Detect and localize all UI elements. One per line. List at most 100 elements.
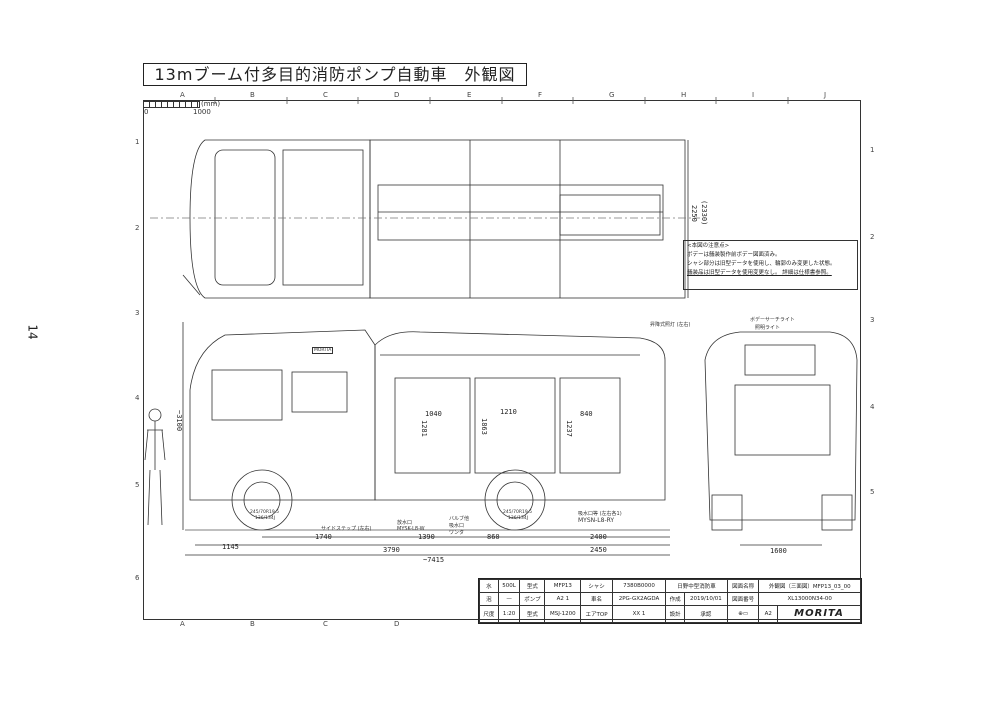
grid-row: 5 bbox=[870, 488, 875, 496]
title-block: 水 500L 型式 MFP13 シャシ 7380B0000 日野中型消防車 図面… bbox=[478, 578, 862, 624]
tb-cell: 泡 bbox=[479, 591, 499, 606]
grid-col: B bbox=[250, 620, 255, 628]
rear-label: 吸水口等 (左右各1) bbox=[578, 511, 622, 517]
projection-symbol-icon: ⊕▭ bbox=[726, 604, 760, 624]
valve-label: バルブ他 bbox=[449, 516, 470, 522]
notes-line: ボデーは艤装製作前ボデー図面済み。 bbox=[687, 252, 781, 258]
grid-col: B bbox=[250, 91, 255, 99]
grid-row: 3 bbox=[135, 309, 140, 317]
rear-light-label-2: 照明ライト bbox=[755, 325, 781, 331]
front-tire-label-2: 136/134J bbox=[255, 516, 276, 521]
tb-cell: A2 bbox=[758, 604, 779, 624]
grid-row: 3 bbox=[870, 316, 875, 324]
rear-width-dim: 1600 bbox=[770, 547, 787, 555]
grid-col: D bbox=[394, 91, 400, 99]
tb-cell: エアTOP bbox=[580, 604, 613, 624]
scale-start: 0 bbox=[144, 108, 149, 116]
tb-cell: 2PG-GX2AGDA bbox=[611, 591, 667, 606]
tb-cell: 外観図（三面図）MFP13_03_00 bbox=[758, 579, 861, 593]
tb-cell: 図面番号 bbox=[726, 591, 760, 606]
rear-light-label: ボデーサーチライト bbox=[750, 317, 795, 323]
grid-col: I bbox=[752, 91, 755, 99]
tb-cell: 2019/10/01 bbox=[683, 591, 728, 606]
tb-cell: MSJ-1200 bbox=[544, 604, 582, 624]
tb-cell: 水 bbox=[479, 579, 499, 593]
tb-cell: 作成 bbox=[665, 591, 685, 606]
grid-col: G bbox=[609, 91, 615, 99]
rear-view bbox=[704, 331, 858, 546]
tb-cell: 尺度 bbox=[479, 604, 499, 624]
scale-unit: (mm) bbox=[201, 100, 221, 108]
grid-row: 2 bbox=[135, 224, 140, 232]
top-view bbox=[150, 139, 700, 299]
tb-cell: 7380B0000 bbox=[611, 579, 667, 593]
grid-ticks bbox=[214, 97, 789, 104]
tb-cell: 型式 bbox=[519, 604, 546, 624]
dim-overall: ~7415 bbox=[423, 556, 445, 564]
dim-1390: 1390 bbox=[418, 533, 435, 541]
height-dim: ~3100 bbox=[175, 410, 183, 432]
tb-cell: ポンプ bbox=[519, 591, 546, 606]
inner-dim: 1237 bbox=[565, 420, 573, 437]
grid-row: 2 bbox=[870, 233, 875, 241]
tb-cell: MFP13 bbox=[544, 579, 582, 593]
side-view bbox=[144, 322, 670, 556]
grid-col: J bbox=[824, 91, 827, 99]
rear-tire-label-2: 136/134J bbox=[508, 516, 529, 521]
company-logo: MORITA bbox=[777, 604, 861, 624]
grid-row: 4 bbox=[135, 394, 140, 402]
notes-box: <本図の注意点> ボデーは艤装製作前ボデー図面済み。 シャシ部分は旧型データを使… bbox=[683, 240, 858, 290]
grid-row: 4 bbox=[870, 403, 875, 411]
tb-cell: A2 1 bbox=[544, 591, 582, 606]
cab-badge: MORITA bbox=[312, 347, 334, 354]
grid-col: C bbox=[323, 620, 328, 628]
grid-row: 1 bbox=[870, 146, 875, 154]
notes-heading: <本図の注意点> bbox=[687, 243, 730, 249]
tb-cell: シャシ bbox=[580, 579, 613, 593]
tb-cell: 承認 bbox=[683, 604, 728, 624]
rear-model: MYSN-L8-RY bbox=[578, 517, 615, 524]
dim-wheelbase: 3790 bbox=[383, 546, 400, 554]
tb-cell: — bbox=[497, 591, 521, 606]
scale-end: 1000 bbox=[193, 108, 211, 116]
notes-line: 艤装品は旧型データを使用変更なし。 詳細は仕様書参照。 bbox=[687, 270, 832, 276]
side-step-label: サイドステップ (左右) bbox=[321, 526, 372, 532]
tb-cell: XL13000N34-00 bbox=[758, 591, 861, 606]
tb-cell: 図面名称 bbox=[726, 579, 760, 593]
notes-line: シャシ部分は旧型データを使用し、輪郭のみ変更した状態。 bbox=[687, 261, 836, 267]
front-tire-label: 245/70R19.5 bbox=[250, 510, 279, 515]
tb-cell: 日野中型消防車 bbox=[665, 579, 728, 593]
grid-col: E bbox=[467, 91, 472, 99]
valve-label-3: ワンタ bbox=[449, 530, 465, 536]
grid-col: F bbox=[538, 91, 543, 99]
tb-cell: 500L bbox=[497, 579, 521, 593]
inner-dim: 1863 bbox=[480, 418, 488, 435]
pump-model: MYSK-L8-W bbox=[397, 526, 425, 532]
inner-dim: 840 bbox=[580, 410, 593, 418]
dim-rear: 2450 bbox=[590, 546, 607, 554]
rear-tire-label: 245/70R19.5 bbox=[503, 510, 532, 515]
tb-cell: XX 1 bbox=[611, 604, 667, 624]
tb-cell: 車名 bbox=[580, 591, 613, 606]
dim-front-overhang: 1145 bbox=[222, 543, 239, 551]
width-dim-alt: (2330) bbox=[700, 200, 708, 226]
grid-col: D bbox=[394, 620, 400, 628]
grid-col: C bbox=[323, 91, 328, 99]
grid-col: H bbox=[681, 91, 687, 99]
grid-row: 1 bbox=[135, 138, 140, 146]
valve-label-2: 吸水口 bbox=[449, 523, 465, 529]
grid-col: A bbox=[180, 91, 185, 99]
inner-dim: 1040 bbox=[425, 410, 442, 418]
grid-row: 5 bbox=[135, 481, 140, 489]
tb-cell: 1:20 bbox=[497, 604, 521, 624]
grid-row: 6 bbox=[135, 574, 140, 582]
boom-light-label: 昇降式照灯 (左右) bbox=[650, 322, 691, 328]
dim-2400: 2400 bbox=[590, 533, 607, 541]
pump-label: 放水口 bbox=[397, 520, 413, 526]
tb-cell: 型式 bbox=[519, 579, 546, 593]
dim-1740: 1740 bbox=[315, 533, 332, 541]
grid-col: A bbox=[180, 620, 185, 628]
tb-cell: 設計 bbox=[665, 604, 685, 624]
width-dim: 2250 bbox=[690, 205, 698, 222]
